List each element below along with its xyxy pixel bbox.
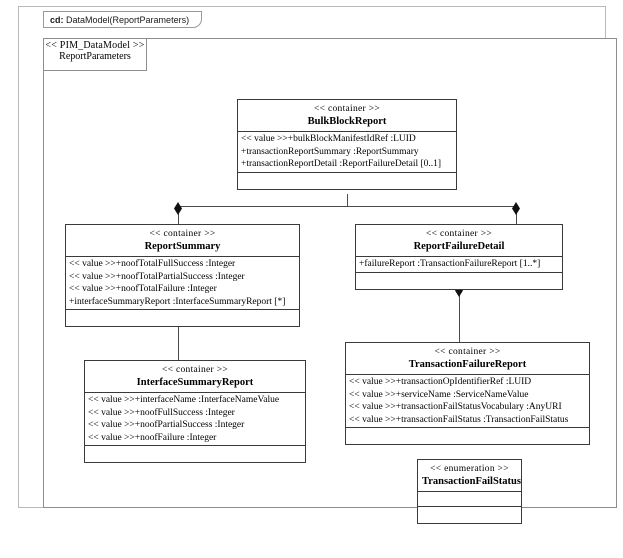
connector-reportfailuredetail-to-transactionfailurereport bbox=[459, 288, 460, 342]
class-reportsummary-attributes: << value >>+noofTotalFullSuccess :Intege… bbox=[66, 257, 299, 310]
attribute-row: << value >>+noofTotalFailure :Integer bbox=[69, 284, 217, 294]
class-reportfailuredetail-operations bbox=[356, 273, 562, 289]
attribute-row: << value >>+serviceName :ServiceNameValu… bbox=[349, 389, 529, 400]
composition-diamond-reportsummary bbox=[174, 202, 182, 215]
class-reportsummary-header: << container >> ReportSummary bbox=[66, 225, 299, 257]
class-bulkblockreport[interactable]: << container >> BulkBlockReport << value… bbox=[237, 99, 457, 190]
attribute-row: << value >>+noofFailure :Integer bbox=[88, 432, 217, 443]
class-reportfailuredetail-header: << container >> ReportFailureDetail bbox=[356, 225, 562, 257]
diagram-frame-tab: cd: DataModel(ReportParameters) bbox=[43, 11, 203, 28]
attribute-row: +interfaceSummaryReport :InterfaceSummar… bbox=[69, 296, 286, 307]
attribute-row: +failureReport :TransactionFailureReport… bbox=[359, 259, 541, 269]
attribute-row: << value >>+transactionOpIdentifierRef :… bbox=[349, 377, 532, 387]
class-transactionfailurereport-attributes: << value >>+transactionOpIdentifierRef :… bbox=[346, 375, 589, 428]
attribute-row: << value >>+noofPartialSuccess :Integer bbox=[88, 420, 245, 430]
class-interfacesummaryreport-name: InterfaceSummaryReport bbox=[136, 377, 254, 388]
attribute-row: << value >>+noofTotalPartialSuccess :Int… bbox=[69, 271, 245, 282]
attribute-row: << value >>+transactionFailStatusVocabul… bbox=[349, 402, 562, 412]
attribute-row: << value >>+noofTotalFullSuccess :Intege… bbox=[69, 259, 236, 269]
class-bulkblockreport-stereotype: << container >> bbox=[313, 104, 381, 114]
class-transactionfailurereport-operations bbox=[346, 428, 589, 444]
package-stereotype: << PIM_DataModel >> bbox=[45, 39, 145, 51]
enumeration-transactionfailstatus-header: << enumeration >> TransactionFailStatus bbox=[418, 460, 521, 492]
class-transactionfailurereport-header: << container >> TransactionFailureReport bbox=[346, 343, 589, 375]
package-frame: << PIM_DataModel >> ReportParameters bbox=[43, 38, 617, 524]
attribute-row: +transactionReportDetail :ReportFailureD… bbox=[241, 159, 442, 169]
class-transactionfailurereport-name: TransactionFailureReport bbox=[408, 359, 527, 370]
package-name: ReportParameters bbox=[59, 50, 131, 62]
composition-diamond-transactionfailurereport bbox=[455, 284, 463, 297]
diagram-frame-tab-prefix: cd: bbox=[50, 15, 64, 25]
enumeration-transactionfailstatus-stereotype: << enumeration >> bbox=[430, 464, 509, 474]
package-frame-tab: << PIM_DataModel >> ReportParameters bbox=[44, 38, 147, 71]
class-reportfailuredetail[interactable]: << container >> ReportFailureDetail +fai… bbox=[355, 224, 563, 290]
connector-reportsummary-to-interfacesummaryreport bbox=[178, 316, 179, 360]
class-reportsummary-stereotype: << container >> bbox=[149, 229, 216, 239]
enumeration-transactionfailstatus-name: TransactionFailStatus bbox=[422, 476, 521, 487]
class-reportsummary-operations bbox=[66, 310, 299, 326]
connector-to-reportsummary bbox=[178, 206, 179, 231]
diagram-frame-tab-label: DataModel(ReportParameters) bbox=[66, 15, 190, 25]
class-reportfailuredetail-stereotype: << container >> bbox=[425, 229, 493, 239]
attribute-row: << value >>+bulkBlockManifestIdRef :LUID bbox=[241, 134, 416, 144]
class-interfacesummaryreport-attributes: << value >>+interfaceName :InterfaceName… bbox=[85, 393, 305, 446]
class-reportfailuredetail-attributes: +failureReport :TransactionFailureReport… bbox=[356, 257, 562, 273]
connector-to-reportfailuredetail bbox=[516, 206, 517, 231]
class-interfacesummaryreport-stereotype: << container >> bbox=[161, 365, 229, 375]
attribute-row: << value >>+transactionFailStatus :Trans… bbox=[349, 414, 569, 425]
enumeration-transactionfailstatus-literals bbox=[418, 492, 521, 507]
class-interfacesummaryreport-header: << container >> InterfaceSummaryReport bbox=[85, 361, 305, 393]
class-interfacesummaryreport[interactable]: << container >> InterfaceSummaryReport <… bbox=[84, 360, 306, 463]
connector-bulkblockreport-spine bbox=[178, 206, 516, 207]
class-bulkblockreport-header: << container >> BulkBlockReport bbox=[238, 100, 456, 132]
enumeration-transactionfailstatus[interactable]: << enumeration >> TransactionFailStatus bbox=[417, 459, 522, 524]
attribute-row: << value >>+interfaceName :InterfaceName… bbox=[88, 395, 280, 405]
class-bulkblockreport-name: BulkBlockReport bbox=[307, 116, 387, 127]
class-transactionfailurereport-stereotype: << container >> bbox=[434, 347, 501, 357]
diagram-frame: cd: DataModel(ReportParameters) << PIM_D… bbox=[18, 6, 617, 524]
attribute-row: << value >>+noofFullSuccess :Integer bbox=[88, 407, 235, 418]
class-transactionfailurereport[interactable]: << container >> TransactionFailureReport… bbox=[345, 342, 590, 445]
class-bulkblockreport-attributes: << value >>+bulkBlockManifestIdRef :LUID… bbox=[238, 132, 456, 173]
connector-bulkblockreport-stem bbox=[347, 194, 348, 206]
class-reportfailuredetail-name: ReportFailureDetail bbox=[413, 241, 505, 252]
class-interfacesummaryreport-operations bbox=[85, 446, 305, 462]
class-reportsummary[interactable]: << container >> ReportSummary << value >… bbox=[65, 224, 300, 327]
composition-diamond-reportfailuredetail bbox=[512, 202, 520, 215]
class-bulkblockreport-operations bbox=[238, 173, 456, 189]
class-reportsummary-name: ReportSummary bbox=[144, 241, 221, 252]
attribute-row: +transactionReportSummary :ReportSummary bbox=[241, 146, 419, 157]
enumeration-transactionfailstatus-operations bbox=[418, 507, 521, 523]
